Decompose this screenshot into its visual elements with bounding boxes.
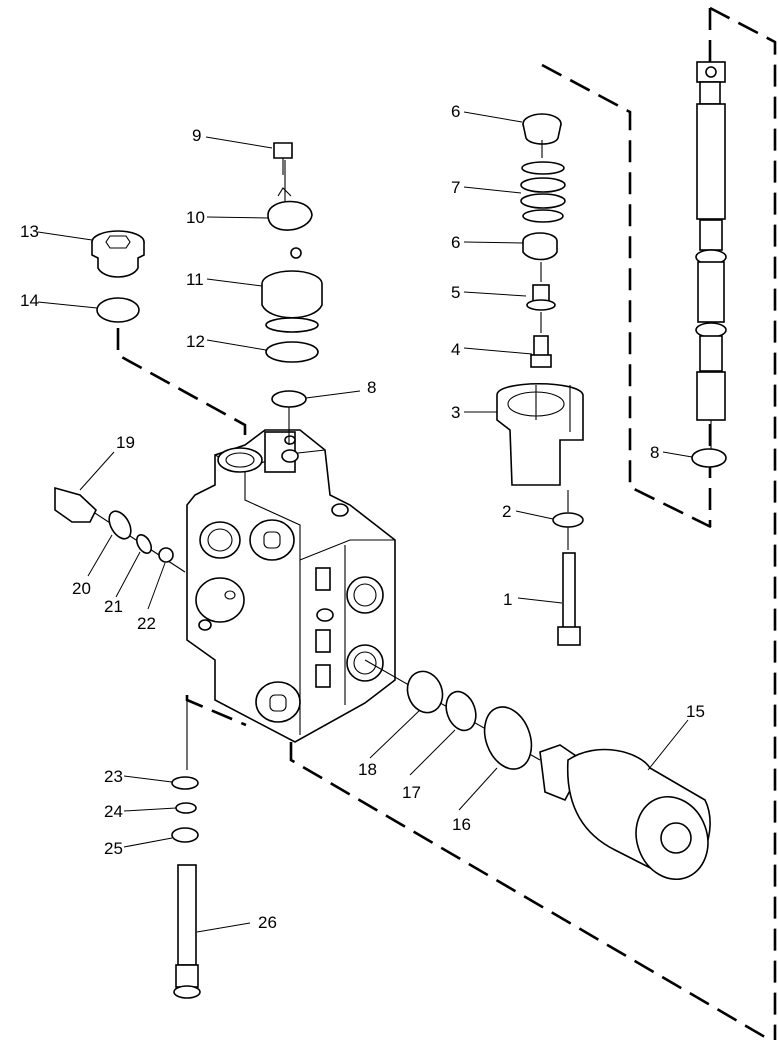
- callout-labels: 9 10 11 12 8 13 14 6 7 6 5 4 3 2 1 8 19 …: [20, 102, 705, 932]
- callout-16: 16: [452, 815, 471, 834]
- callout-20: 20: [72, 579, 91, 598]
- callout-26: 26: [258, 913, 277, 932]
- leader-lines: [37, 111, 693, 933]
- callout-8-upper: 8: [367, 378, 376, 397]
- callout-19: 19: [116, 433, 135, 452]
- callout-13: 13: [20, 222, 39, 241]
- callout-25: 25: [104, 839, 123, 858]
- callout-10: 10: [186, 208, 205, 227]
- callout-18: 18: [358, 760, 377, 779]
- relief-valve-15-rings: [364, 659, 711, 881]
- callout-12: 12: [186, 332, 205, 351]
- callout-7: 7: [451, 178, 460, 197]
- callout-6-upper: 6: [451, 102, 460, 121]
- callout-2: 2: [502, 502, 511, 521]
- plug-13-and-ring-14: [91, 230, 145, 323]
- main-spool: [691, 61, 727, 468]
- callout-17: 17: [402, 783, 421, 802]
- stem-26-rings: [171, 700, 201, 999]
- callout-1: 1: [503, 590, 512, 609]
- spool-stack-1-to-7: [496, 113, 584, 646]
- assembly-dashed-outline: [116, 6, 777, 1042]
- callout-6-lower: 6: [451, 233, 460, 252]
- callout-5: 5: [451, 283, 460, 302]
- callout-24: 24: [104, 802, 123, 821]
- callout-22: 22: [137, 614, 156, 633]
- pilot-cap-stack: [261, 142, 323, 445]
- callout-4: 4: [451, 340, 460, 359]
- callout-9: 9: [192, 126, 201, 145]
- callout-14: 14: [20, 291, 39, 310]
- callout-23: 23: [104, 767, 123, 786]
- callout-11: 11: [186, 270, 204, 289]
- callout-8-lower: 8: [650, 443, 659, 462]
- check-valve-19-20-21-22: [54, 486, 186, 573]
- valve-body: [186, 429, 396, 743]
- callout-21: 21: [104, 597, 123, 616]
- callout-15: 15: [686, 702, 705, 721]
- callout-3: 3: [451, 403, 460, 422]
